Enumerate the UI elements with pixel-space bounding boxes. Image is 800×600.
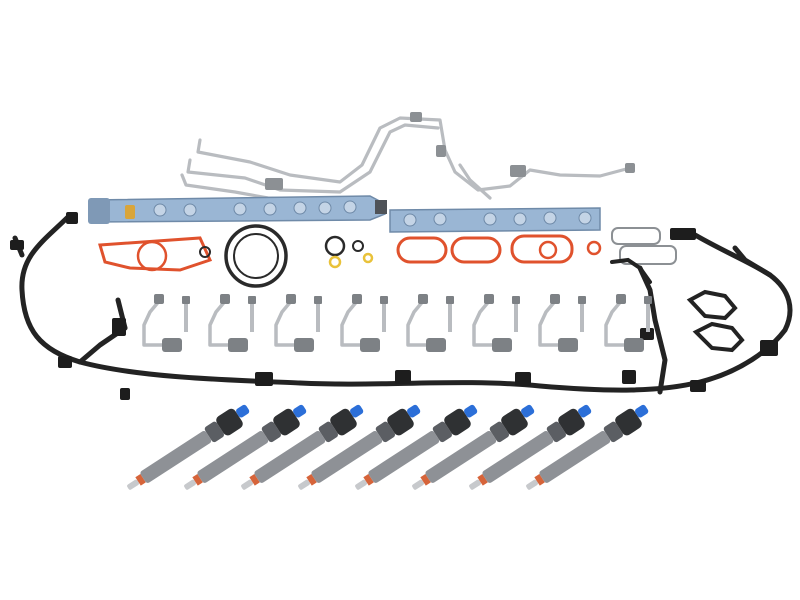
hose-brackets [610,257,745,353]
line-fittings [265,112,635,190]
fuel-injector-6 [412,404,535,490]
injector-line-2 [208,294,248,352]
fuel-injector-3 [241,404,364,490]
gasket-set [98,224,677,288]
hold-down-bolt-1 [182,296,190,332]
hold-down-bolt-2 [248,296,256,332]
hose-clips [10,212,778,400]
hold-down-bolt-3 [314,296,322,332]
injector-line-1 [142,294,182,352]
hold-down-bolt-5 [446,296,454,332]
injector-line-7 [538,294,578,352]
fuel-injector-7 [469,404,592,490]
injector-line-4 [340,294,380,352]
hold-down-bolt-8 [644,296,652,332]
hold-down-bolt-6 [512,296,520,332]
injector-line-5 [406,294,446,352]
fuel-injector-5 [355,404,478,490]
injector-lines-and-bolts [142,294,652,352]
injector-line-3 [274,294,314,352]
fuel-injector-8 [526,404,649,490]
hold-down-bolt-4 [380,296,388,332]
injectors [127,404,649,490]
injector-line-6 [472,294,512,352]
hold-down-bolt-7 [578,296,586,332]
fuel-injector-2 [184,404,307,490]
injector-line-8 [604,294,644,352]
fuel-injector-1 [127,404,250,490]
fuel-rail-right [389,207,601,233]
fuel-injector-4 [298,404,421,490]
fuel-rail-left [88,195,387,224]
